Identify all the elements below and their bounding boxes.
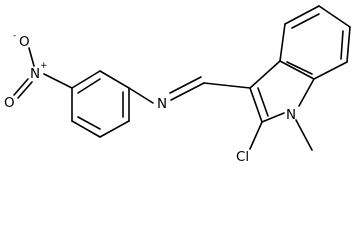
bond-ring-a-1 [71, 70, 101, 89]
bond-ring-b-5 [313, 61, 348, 80]
bond-c3-c3a [249, 60, 281, 89]
bond-c2-n1 [261, 112, 285, 123]
bond-c2-cl [249, 121, 263, 150]
bond-n1-methyl [295, 119, 313, 151]
chemical-structure-diagram: O - N + O N Cl N [4, 5, 351, 165]
bond-ring-a-2 [99, 70, 130, 89]
bond-ring-a-inner-3 [77, 116, 101, 130]
bond-c3a-c7a [279, 60, 315, 80]
bond-n1-c7a [298, 78, 315, 107]
bond-n-o-nitro-double-b [13, 78, 29, 96]
bond-ring-b-inner-3 [286, 61, 313, 75]
bond-ring-b-1 [279, 23, 286, 62]
bond-ring-b-3 [318, 5, 351, 28]
charge-label-minus: - [13, 31, 16, 41]
bond-c3-c2-double-a [249, 87, 263, 123]
bond-ring-a-inner-1 [77, 78, 101, 94]
bond-n-c-imine-double-a [170, 82, 205, 101]
atom-label-nitro-oxygen-bottom: O [4, 95, 15, 111]
atom-label-imine-nitrogen: N [157, 96, 167, 112]
bond-o-n-nitro-single [28, 47, 35, 67]
bond-ring-a-5 [71, 120, 101, 138]
bond-c3-c2-double-b [257, 87, 269, 117]
bond-c-n-imine-aryl [128, 87, 154, 104]
bond-ring-b-inner-1 [291, 13, 320, 29]
bond-n-c-imine-double-b [169, 76, 202, 94]
bond-n-o-nitro-double-a [17, 81, 33, 99]
atom-label-nitro-oxygen-top: O [19, 34, 30, 50]
bond-ring-a-4 [99, 120, 130, 138]
atom-label-nitro-nitrogen: N [30, 66, 40, 82]
bond-ring-b-2 [284, 5, 320, 25]
charge-label-plus: + [40, 61, 48, 71]
bond-ch-c3 [203, 82, 251, 89]
atom-label-indole-nitrogen: N [286, 107, 296, 123]
bond-n-c-aryl [43, 73, 73, 89]
bond-ring-b-4 [346, 26, 351, 63]
atom-label-chlorine: Cl [236, 149, 249, 165]
bond-ring-b-inner-2 [340, 30, 344, 60]
